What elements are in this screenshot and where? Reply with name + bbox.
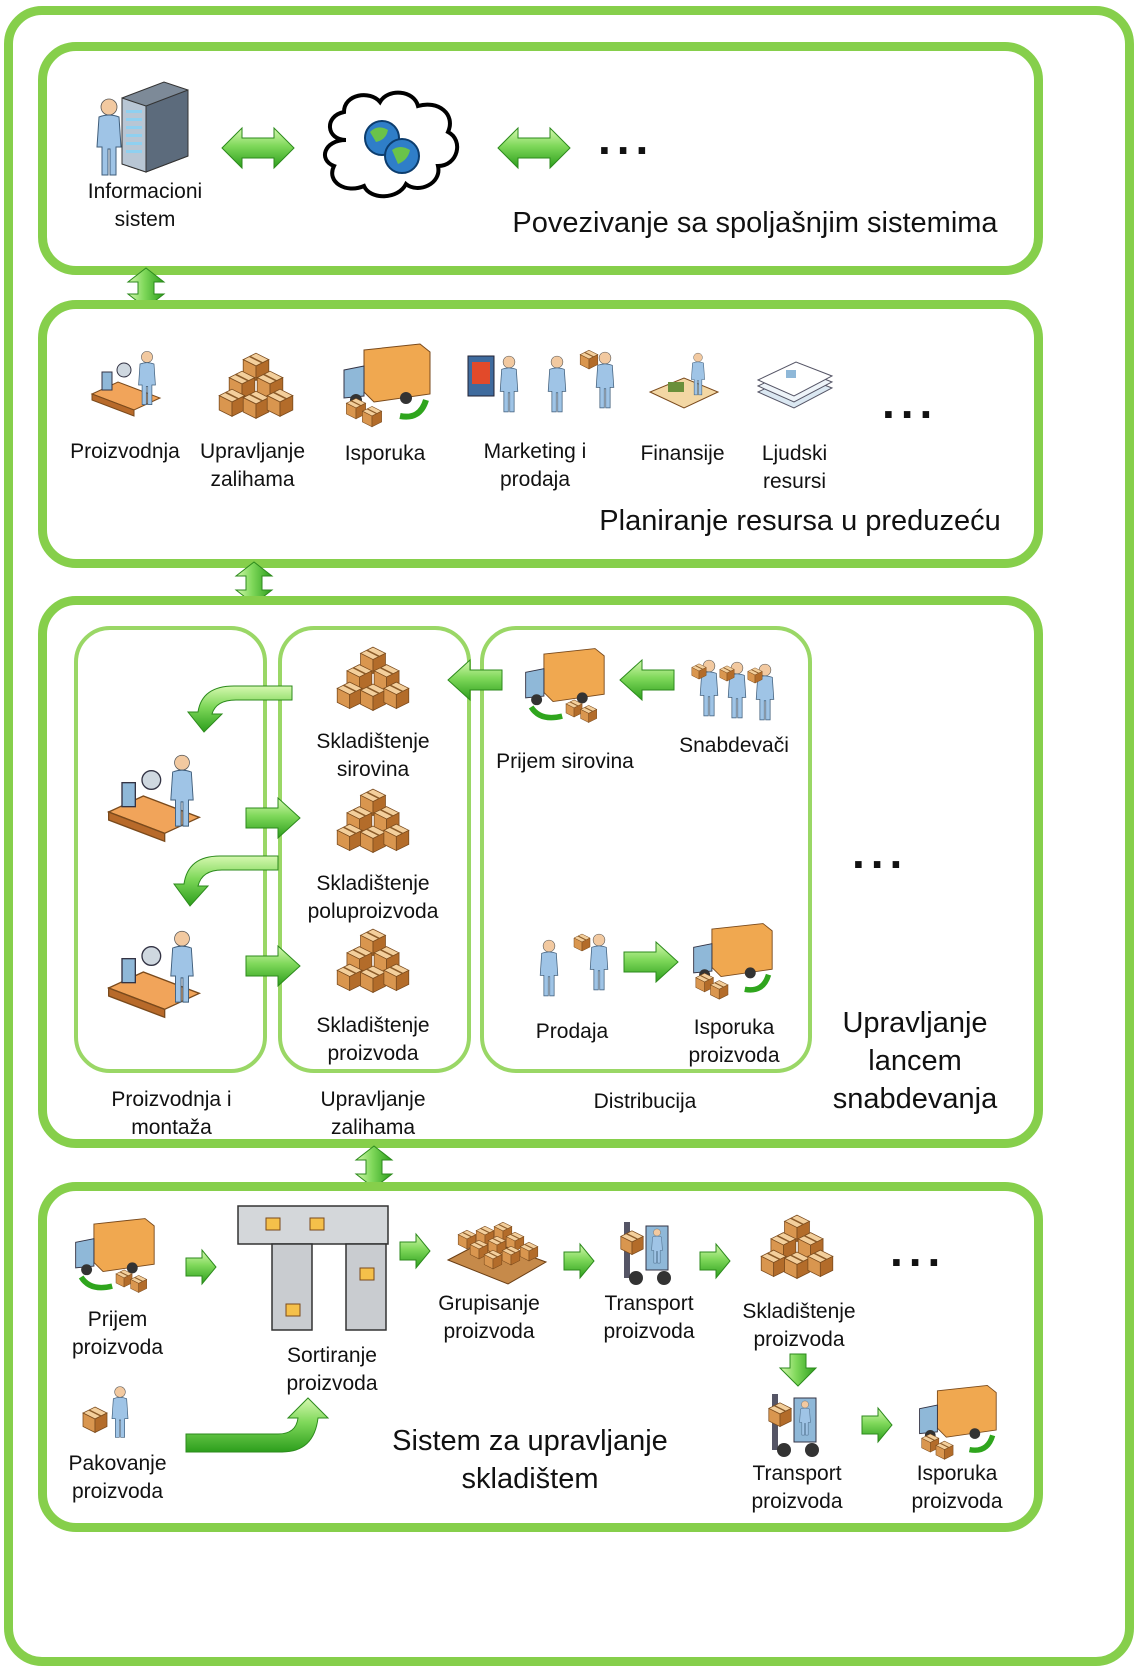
suppliers-label: Snabdevači xyxy=(679,734,789,757)
packing-icon xyxy=(82,1386,129,1438)
wms-storage-label: Skladištenje proizvoda xyxy=(742,1300,856,1351)
transport2-label: Transport proizvoda xyxy=(751,1462,843,1513)
suppliers-icon xyxy=(691,659,775,721)
erp-module-label: Proizvodnja xyxy=(70,440,180,463)
transport1-label: Transport proizvoda xyxy=(603,1292,695,1343)
forklift-icon xyxy=(620,1222,671,1285)
right-arrow xyxy=(399,1232,431,1270)
delivery-truck-icon xyxy=(919,1384,997,1460)
pallet-boxes-icon xyxy=(446,1221,548,1285)
storage-semi-label: Skladištenje poluproizvoda xyxy=(307,872,439,923)
boxes-icon xyxy=(336,646,410,712)
storage-products-label: Skladištenje proizvoda xyxy=(316,1014,430,1065)
server-operator-icon xyxy=(96,81,189,176)
boxes-icon xyxy=(760,1214,834,1280)
right-arrow xyxy=(861,1406,893,1444)
inventory-group-label: Upravljanje zalihama xyxy=(320,1088,426,1139)
warehouse-panel xyxy=(38,1182,1043,1532)
right-arrow xyxy=(245,796,301,840)
cloud-network-icon xyxy=(322,90,459,199)
left-arrow xyxy=(447,658,503,702)
receipt-truck-icon xyxy=(525,648,605,723)
erp-title: Planiranje resursa u preduzeću xyxy=(599,505,1001,537)
left-arrow xyxy=(619,658,675,702)
wms-receipt-label: Prijem proizvoda xyxy=(71,1308,164,1359)
boxes-icon xyxy=(218,352,294,420)
curved-arrow xyxy=(185,1397,330,1453)
sales-label: Prodaja xyxy=(535,1020,609,1043)
ellipsis: ... xyxy=(890,1224,947,1276)
production-line-icon xyxy=(106,754,202,843)
erp-panel xyxy=(38,300,1043,568)
warehouse-title: Sistem za upravljanje skladištem xyxy=(392,1425,668,1495)
sorting-conveyor-icon xyxy=(237,1205,389,1331)
finance-icon xyxy=(648,352,720,409)
right-arrow xyxy=(563,1242,595,1280)
documents-icon xyxy=(756,361,834,409)
production-line-icon xyxy=(106,930,202,1019)
sales-icon xyxy=(539,933,609,997)
sorting-label: Sortiranje proizvoda xyxy=(286,1344,378,1395)
down-arrow xyxy=(778,1353,818,1387)
packing-label: Pakovanje proizvoda xyxy=(68,1452,167,1503)
receipt-truck-icon xyxy=(75,1218,155,1293)
boxes-icon xyxy=(336,788,410,854)
erp-module-label: Upravljanje zalihama xyxy=(199,440,306,491)
wms-delivery-label: Isporuka proizvoda xyxy=(911,1462,1003,1513)
ellipsis: ... xyxy=(852,826,909,878)
delivery-truck-icon xyxy=(343,343,431,428)
distribution-group-label: Distribucija xyxy=(593,1090,697,1113)
curved-arrow xyxy=(186,685,293,733)
production-group-label: Proizvodnja i montaža xyxy=(111,1088,232,1139)
marketing-sales-icon xyxy=(467,349,615,413)
delivery-truck-icon xyxy=(693,923,773,1000)
double-arrow xyxy=(221,126,295,170)
grouping-label: Grupisanje proizvoda xyxy=(438,1292,540,1343)
ellipsis: ... xyxy=(882,376,939,428)
erp-module-label: Finansije xyxy=(640,442,725,465)
erp-module-label: Isporuka xyxy=(344,442,426,465)
right-arrow xyxy=(245,944,301,988)
product-delivery-label: Isporuka proizvoda xyxy=(688,1016,780,1067)
curved-arrow xyxy=(173,855,279,907)
erp-module-label: Marketing i prodaja xyxy=(483,440,587,491)
supply-chain-title: Upravljanje lancem snabdevanja xyxy=(832,1007,998,1115)
raw-receipt-label: Prijem sirovina xyxy=(496,750,634,773)
erp-module-label: Ljudski resursi xyxy=(761,442,828,493)
ellipsis: ... xyxy=(598,112,655,164)
right-arrow xyxy=(185,1248,217,1286)
boxes-icon xyxy=(336,928,410,994)
info-system-label: Informacioni sistem xyxy=(87,180,203,231)
forklift-icon xyxy=(768,1394,819,1457)
right-arrow xyxy=(623,940,679,984)
double-arrow xyxy=(497,126,571,170)
external-systems-title: Povezivanje sa spoljašnjim sistemima xyxy=(512,207,998,239)
production-line-icon xyxy=(90,351,162,417)
storage-raw-label: Skladištenje sirovina xyxy=(316,730,430,781)
right-arrow xyxy=(699,1242,731,1280)
